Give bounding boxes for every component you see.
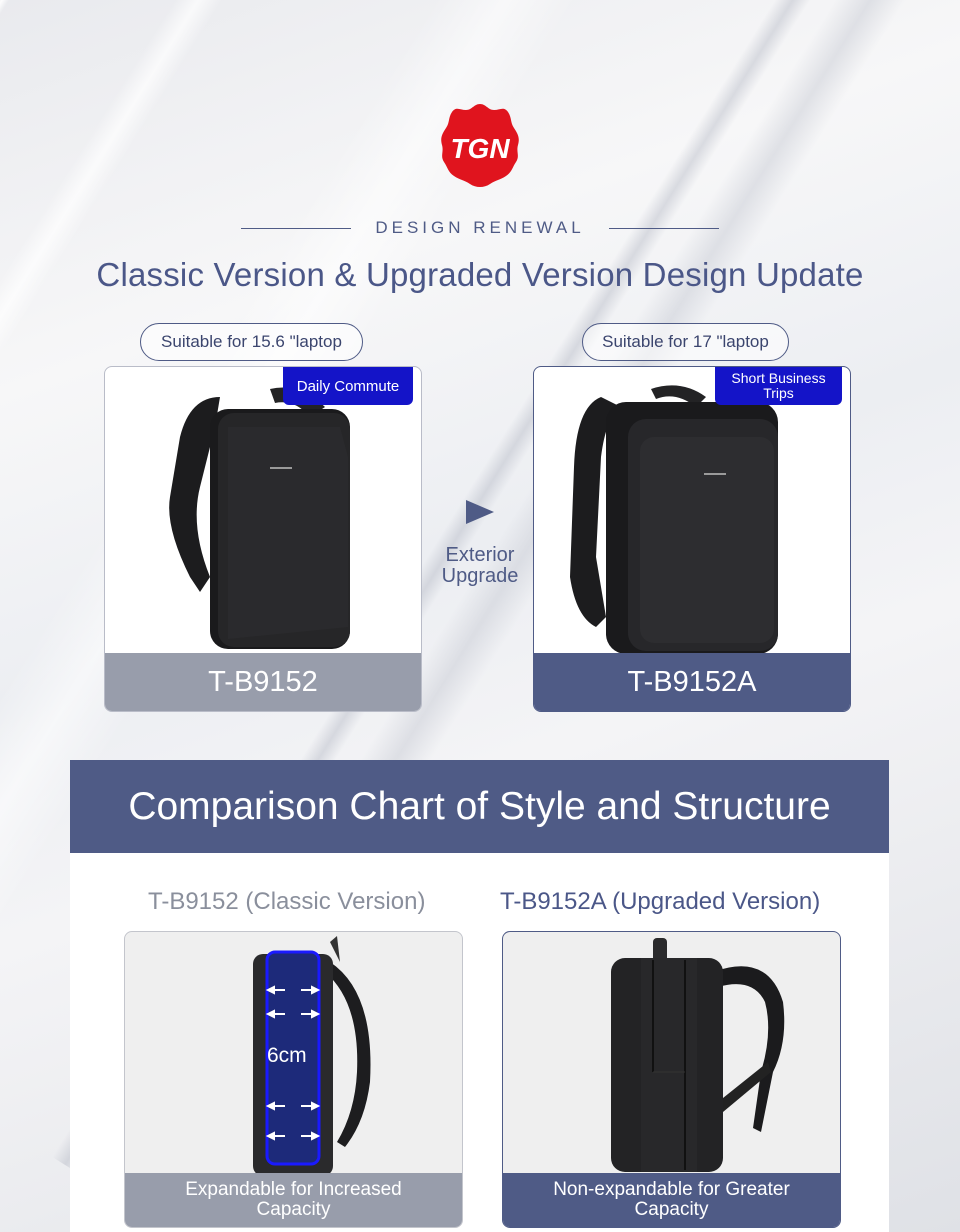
usage-badge: Short Business Trips	[715, 367, 842, 405]
laptop-fit-pill: Suitable for 17 "laptop	[582, 323, 789, 361]
arrow-right-icon	[466, 500, 494, 524]
divider	[241, 227, 352, 229]
comparison-title: Comparison Chart of Style and Structure	[70, 760, 889, 853]
tgn-logo-icon: TGN	[440, 102, 520, 188]
backpack-front-image	[556, 377, 786, 657]
backpack-side-expandable-image	[125, 932, 462, 1176]
side-view-card-classic[interactable]: 6cm Expandable for Increased Capacity	[124, 931, 463, 1228]
laptop-fit-pill: Suitable for 15.6 "laptop	[140, 323, 363, 361]
page-title: Classic Version & Upgraded Version Desig…	[96, 256, 864, 293]
feature-caption: Non-expandable for Greater Capacity	[503, 1173, 840, 1227]
product-card-upgraded[interactable]: Short Business Trips T-B9152A	[533, 366, 851, 712]
upgrade-label: Exterior Upgrade	[441, 544, 519, 587]
model-label: T-B9152A	[534, 653, 850, 711]
side-view-card-upgraded[interactable]: Non-expandable for Greater Capacity	[502, 931, 841, 1228]
dimension-label: 6cm	[267, 1044, 307, 1067]
model-label: T-B9152	[105, 653, 421, 711]
feature-caption: Expandable for Increased Capacity	[125, 1173, 462, 1227]
section-kicker: DESIGN RENEWAL	[0, 218, 960, 238]
product-card-classic[interactable]: Daily Commute T-B9152	[104, 366, 422, 712]
backpack-front-image	[150, 377, 360, 652]
column-title-classic: T-B9152 (Classic Version)	[148, 888, 426, 915]
usage-badge: Daily Commute	[283, 367, 413, 405]
kicker-text: DESIGN RENEWAL	[375, 218, 585, 237]
divider	[608, 227, 719, 229]
svg-text:TGN: TGN	[450, 133, 510, 164]
column-title-upgraded: T-B9152A (Upgraded Version)	[500, 888, 821, 915]
backpack-side-fixed-image	[503, 932, 840, 1175]
